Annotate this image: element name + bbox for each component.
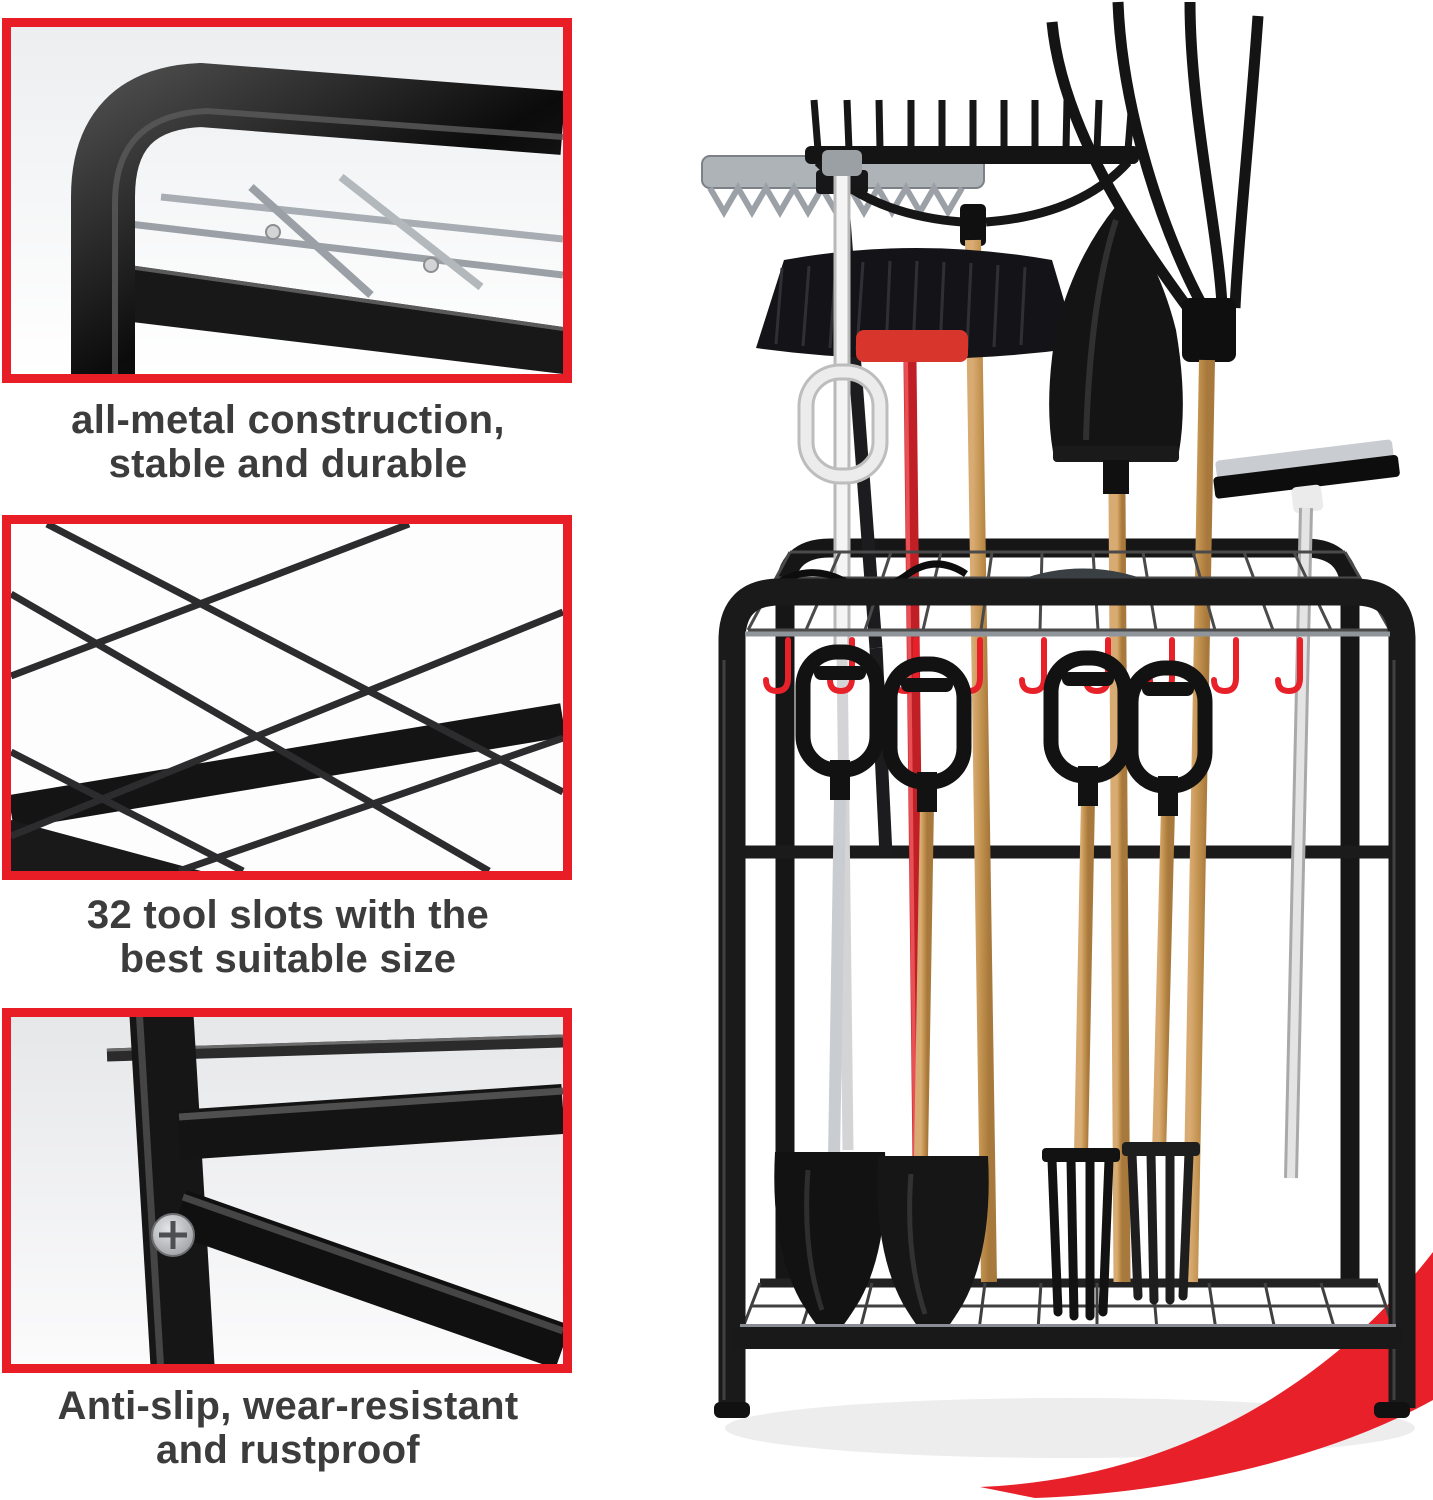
- bow-rake: [805, 99, 1139, 1283]
- callout-base: [2, 1008, 572, 1373]
- grid-wires: [120, 173, 563, 298]
- spade: [1049, 206, 1183, 1283]
- caption-line: all-metal construction,: [71, 398, 505, 442]
- d-handle-tools: [795, 644, 1213, 1159]
- callout-tool-slots: [2, 515, 572, 880]
- frame-rail: [107, 265, 563, 374]
- rack-back-frame: [775, 538, 1360, 1285]
- grid-wires: [11, 524, 563, 871]
- d-handle: [1123, 660, 1213, 816]
- screw: [151, 1213, 195, 1257]
- tool-rack-art: [701, 1, 1433, 1498]
- foot: [714, 1402, 750, 1418]
- callout-top-frame: [2, 18, 572, 383]
- garden-forks: [1042, 1142, 1200, 1321]
- caption-line: best suitable size: [119, 937, 457, 981]
- corner-tube: [71, 62, 563, 374]
- caption-tool-slots: 32 tool slots with the best suitable siz…: [0, 893, 576, 981]
- top-frame-corner-art: [11, 27, 563, 374]
- base-closeup-photo: [2, 1008, 572, 1373]
- caption-line: stable and durable: [108, 442, 468, 486]
- caption-anti-slip: Anti-slip, wear-resistant and rustproof: [0, 1384, 576, 1472]
- leg-tube: [129, 1017, 215, 1364]
- spray-mop-handle: [797, 150, 889, 1151]
- caption-all-metal: all-metal construction, stable and durab…: [0, 398, 576, 486]
- caption-line: Anti-slip, wear-resistant: [57, 1384, 519, 1428]
- d-handle: [795, 644, 885, 800]
- main-product-photo: [690, 0, 1433, 1500]
- d-handle: [882, 656, 972, 812]
- wire-grid-art: [11, 524, 563, 871]
- foot: [1374, 1402, 1410, 1418]
- caption-line: 32 tool slots with the: [86, 893, 490, 937]
- red-swoosh: [980, 1252, 1433, 1498]
- caption-line: and rustproof: [156, 1428, 420, 1472]
- pitchfork: [1046, 1, 1264, 1283]
- shovel-blades: [774, 1152, 989, 1344]
- base-frame-art: [11, 1017, 563, 1364]
- top-frame-closeup-photo: [2, 18, 572, 383]
- squeegee: [1213, 439, 1400, 1179]
- rack-front-frame: [718, 578, 1416, 1408]
- diagonal-tube: [171, 1190, 563, 1364]
- wire-grid-closeup-photo: [2, 515, 572, 880]
- cross-tube: [177, 1084, 563, 1160]
